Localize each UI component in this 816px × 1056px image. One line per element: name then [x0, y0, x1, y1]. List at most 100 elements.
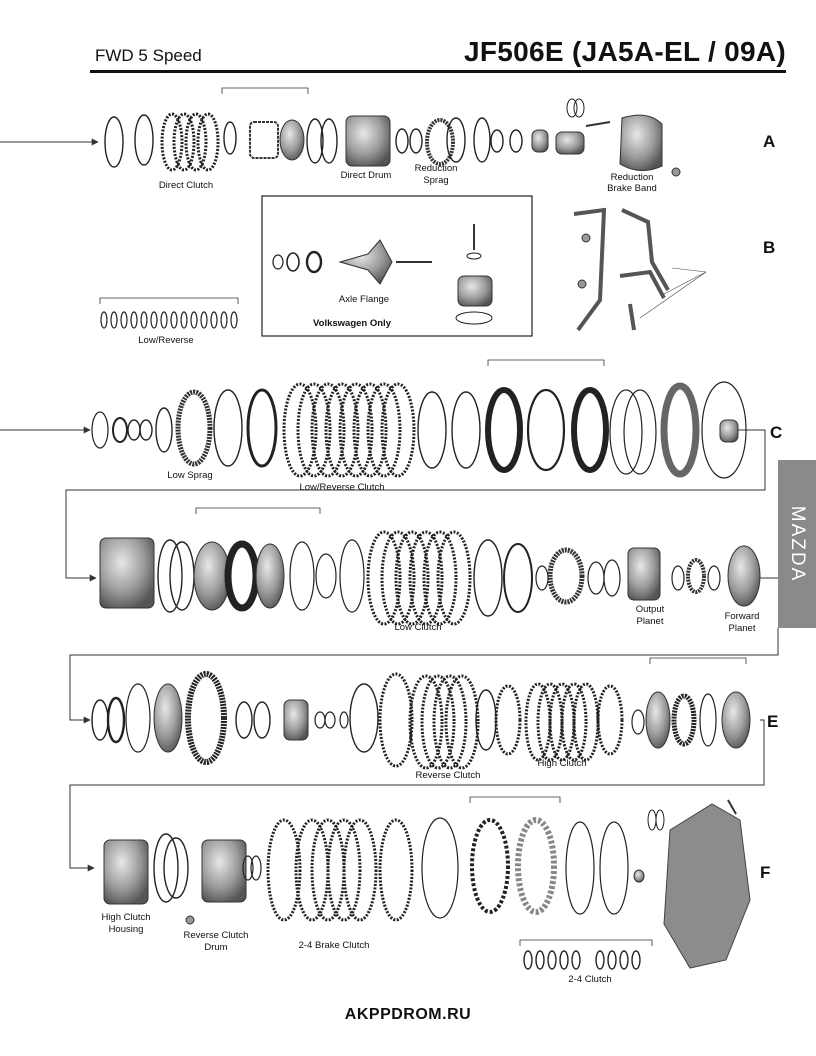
header-subtitle: FWD 5 Speed: [95, 46, 202, 65]
ring-e-892: [349, 683, 379, 753]
leader-999-b: [663, 271, 707, 295]
spring-e-975: [671, 693, 697, 747]
clutch-24-spring-5: [595, 950, 605, 970]
ring-a-10: [320, 118, 338, 164]
ring-e-235: [253, 701, 271, 739]
reverse-clutch-drum-556: [201, 839, 247, 903]
oring-180-1: [566, 98, 578, 118]
footer-site: AKPPDROM.RU: [344, 1006, 472, 1023]
ring-e-227: [339, 711, 349, 729]
ring-d-250: [603, 559, 621, 597]
direct-clutch-disc-1: [172, 112, 196, 172]
high-clutch-disc-1: [536, 682, 564, 762]
row-letter-f: F: [760, 863, 771, 882]
low-reverse-spring-11: [210, 311, 218, 329]
axle-flange-838: [338, 239, 393, 285]
caption-forward-planet-2: Planet: [729, 623, 756, 634]
pipe-999-d: [628, 303, 636, 331]
clutch-24-spring-8: [631, 950, 641, 970]
bolt-916: [671, 167, 681, 177]
piston-e-985: [645, 691, 671, 749]
ring-c-857: [451, 391, 481, 469]
plug-f-067: [633, 869, 645, 883]
drum-e-578: [185, 671, 227, 765]
ring-f-332: [565, 821, 595, 915]
ring-d-233: [535, 565, 549, 591]
leader-999-c: [639, 271, 707, 319]
low-reverse-spring-7: [170, 311, 178, 329]
ring-d-246: [707, 565, 721, 591]
high-clutch-disc-3: [560, 682, 588, 762]
pipe-999-a: [573, 207, 607, 332]
direct-clutch-disc-0: [160, 112, 184, 172]
brake-clutch-disc-3: [342, 818, 378, 922]
gear-d-594: [547, 547, 585, 605]
ring-a-16: [490, 129, 504, 153]
ring-c-277: [112, 417, 128, 443]
low-clutch-disc-0: [366, 530, 402, 626]
ring-e-337: [699, 693, 717, 747]
drum-f-972: [470, 818, 510, 914]
caption-high-clutch: High Clutch: [537, 758, 586, 769]
ring-c-207: [127, 419, 141, 441]
clutch-24-spring-3: [559, 950, 569, 970]
ring-d-877: [315, 553, 337, 599]
ring-d-876: [503, 543, 533, 613]
low-clutch-disc-4: [422, 530, 458, 626]
caption-reverse-clutch-drum-1: Reverse Clutch: [184, 930, 249, 941]
volkswagen-only-box: [261, 195, 533, 337]
disc-e-150: [378, 672, 414, 768]
flow-arrows: [0, 138, 779, 872]
ring-b-275: [272, 254, 284, 270]
ring-d-853: [339, 539, 365, 613]
drum-d-554: [99, 537, 155, 609]
caption-output-planet-2: Planet: [637, 616, 664, 627]
oring-378-1: [466, 252, 482, 260]
disc-e-146: [494, 684, 522, 756]
spring-c-977: [526, 388, 566, 472]
brake-clutch-disc-2: [326, 818, 362, 922]
low-sprag-644: [175, 389, 213, 467]
piston-961: [279, 119, 305, 161]
ring-e-039-2: [324, 711, 336, 729]
low-reverse-disc-2: [310, 382, 346, 478]
ring-a-1: [134, 114, 154, 166]
reverse-clutch-disc-3: [444, 674, 480, 770]
low-reverse-spring-3: [130, 311, 138, 329]
disc-c-154: [246, 388, 278, 468]
ring-d-247: [671, 565, 685, 591]
snap-ring-c-866: [701, 381, 747, 479]
low-clutch-disc-1: [380, 530, 416, 626]
leader-999-a: [671, 267, 707, 273]
clutch-24-spring-4: [571, 950, 581, 970]
return-spring-971: [249, 121, 279, 159]
low-reverse-spring-4: [140, 311, 148, 329]
piston-c-967: [571, 387, 609, 473]
caption-reduction-band-1: Reduction: [611, 172, 654, 183]
ring-e-882: [125, 683, 151, 753]
caption-low-clutch: Low Clutch: [395, 622, 442, 633]
clutch-24-spring-7: [619, 950, 629, 970]
low-reverse-spring-12: [220, 311, 228, 329]
ring-a-17: [509, 129, 523, 153]
low-reverse-spring-9: [190, 311, 198, 329]
ring-a-6: [223, 121, 237, 155]
low-reverse-disc-0: [282, 382, 318, 478]
ring-a-15: [473, 117, 491, 163]
ring-e-236: [235, 701, 253, 739]
disc-f-145: [378, 818, 414, 922]
ring-a-12: [395, 128, 409, 154]
low-clutch-disc-3: [408, 530, 444, 626]
low-reverse-disc-5: [352, 382, 388, 478]
row-letter-e: E: [767, 712, 779, 731]
caption-reverse-clutch-drum-2: Drum: [204, 942, 227, 953]
reverse-clutch-disc-2: [432, 674, 468, 770]
ring-c-340: [623, 389, 657, 475]
ring-c-155: [417, 391, 447, 469]
low-clutch-disc-5: [436, 530, 472, 626]
clutch-24-spring-2: [547, 950, 557, 970]
forward-planet-582: [727, 545, 761, 607]
